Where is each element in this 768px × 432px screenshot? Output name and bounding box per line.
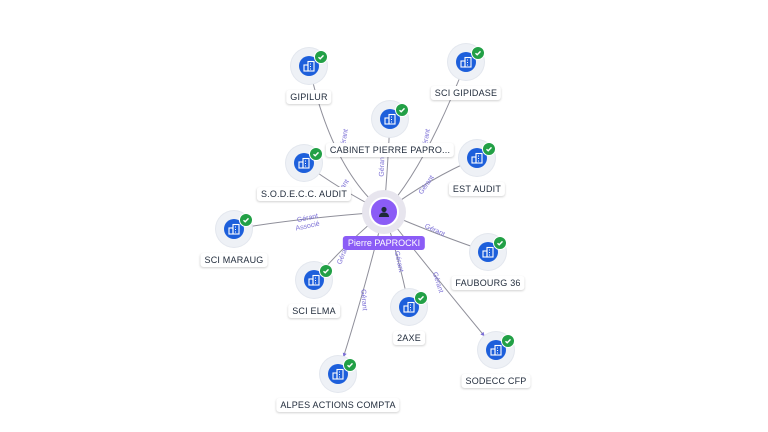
edge-role-label: Gérant [359, 289, 367, 311]
verified-check-icon [343, 358, 357, 372]
verified-check-icon [471, 46, 485, 60]
building-icon [380, 109, 400, 129]
building-icon [478, 242, 498, 262]
company-name-label[interactable]: EST AUDIT [448, 182, 506, 196]
edge-role-label: Gérant [379, 155, 387, 177]
edge-role-label: Gérant [431, 271, 444, 294]
company-name-label[interactable]: ALPES ACTIONS COMPTA [276, 398, 400, 412]
edge-role-label: Gérant [296, 213, 318, 224]
building-icon [486, 340, 506, 360]
company-name-label[interactable]: SODECC CFP [461, 374, 531, 388]
edge-role-label: Gérant [423, 223, 445, 238]
verified-check-icon [319, 264, 333, 278]
company-name-label[interactable]: 2AXE [393, 331, 425, 345]
building-icon [456, 52, 476, 72]
building-icon [224, 219, 244, 239]
edge-arrow [342, 352, 347, 358]
building-icon [304, 270, 324, 290]
company-name-label[interactable]: CABINET PIERRE PAPRO... [325, 143, 455, 157]
edge-role-label: Gérant [421, 129, 432, 151]
company-name-label[interactable]: SCI MARAUG [200, 253, 268, 267]
verified-check-icon [309, 147, 323, 161]
building-icon [467, 148, 487, 168]
person-icon[interactable] [369, 197, 399, 227]
company-icon-wrapper[interactable] [459, 140, 495, 176]
building-icon [294, 153, 314, 173]
company-name-label[interactable]: SCI GIPIDASE [430, 86, 502, 100]
center-person-name[interactable]: Pierre PAPROCKI [342, 236, 426, 250]
building-icon [399, 297, 419, 317]
company-name-label[interactable]: S.O.D.E.C.C. AUDIT [256, 187, 352, 201]
verified-check-icon [414, 291, 428, 305]
edge-role-label: Associé [295, 221, 321, 233]
company-name-label[interactable]: GIPILUR [286, 90, 332, 104]
verified-check-icon [493, 236, 507, 250]
company-name-label[interactable]: FAUBOURG 36 [451, 276, 525, 290]
edge-role-label: Gérant [393, 250, 404, 272]
company-name-label[interactable]: SCI ELMA [288, 304, 340, 318]
building-icon [299, 56, 319, 76]
verified-check-icon [395, 103, 409, 117]
verified-check-icon [314, 50, 328, 64]
verified-check-icon [239, 213, 253, 227]
edge-role-label: Gérant [339, 129, 350, 151]
verified-check-icon [482, 142, 496, 156]
building-icon [328, 364, 348, 384]
verified-check-icon [501, 334, 515, 348]
edge-role-label: Gérant [418, 174, 436, 196]
